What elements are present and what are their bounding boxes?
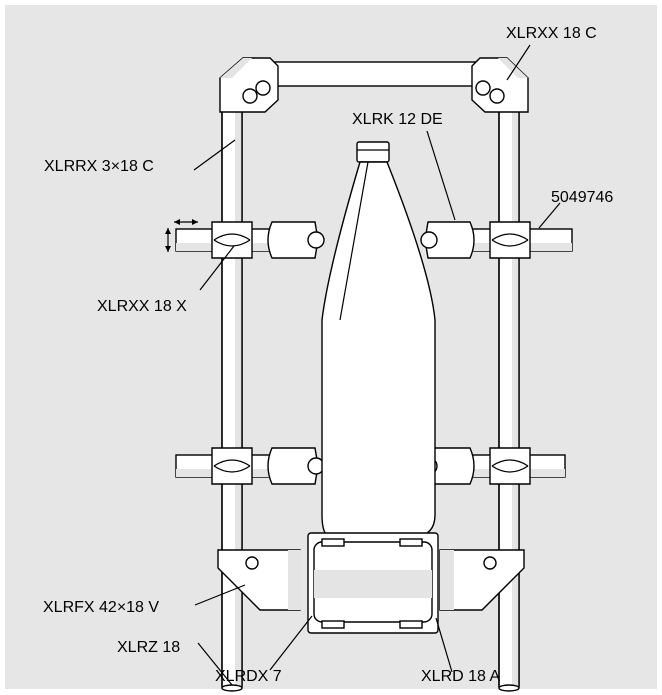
label-vertical-rod: XLRRX 3×18 C [44, 158, 154, 175]
right-vertical-rod [498, 99, 520, 689]
horizontal-adjust-arrow-icon [174, 219, 198, 225]
lower-right-arm [420, 447, 566, 485]
label-part-number: 5049746 [551, 189, 613, 206]
label-rod-end-cap: XLRZ 18 [117, 639, 180, 656]
label-roller-support: XLRD 18 A [421, 668, 500, 685]
label-roller-unit: XLRDX 7 [215, 668, 282, 685]
bottle [321, 141, 436, 538]
label-top-right-connector: XLRXX 18 C [506, 25, 597, 42]
roller-unit [307, 532, 439, 634]
upper-right-arm [420, 221, 573, 259]
base-bracket-left [217, 549, 302, 611]
label-cross-connector: XLRXX 18 X [97, 298, 187, 315]
upper-left-arm [175, 221, 325, 259]
top-left-corner-connector [219, 57, 279, 113]
label-base-bracket: XLRFX 42×18 V [43, 599, 159, 616]
top-rail [261, 61, 479, 87]
vertical-adjust-arrow-icon [165, 228, 171, 252]
base-bracket-right [439, 549, 525, 611]
leader-lines [193, 44, 561, 686]
label-clamp-head: XLRK 12 DE [352, 111, 443, 128]
top-right-corner-connector [471, 57, 529, 113]
left-vertical-rod [221, 99, 243, 689]
lower-left-arm [175, 447, 325, 485]
